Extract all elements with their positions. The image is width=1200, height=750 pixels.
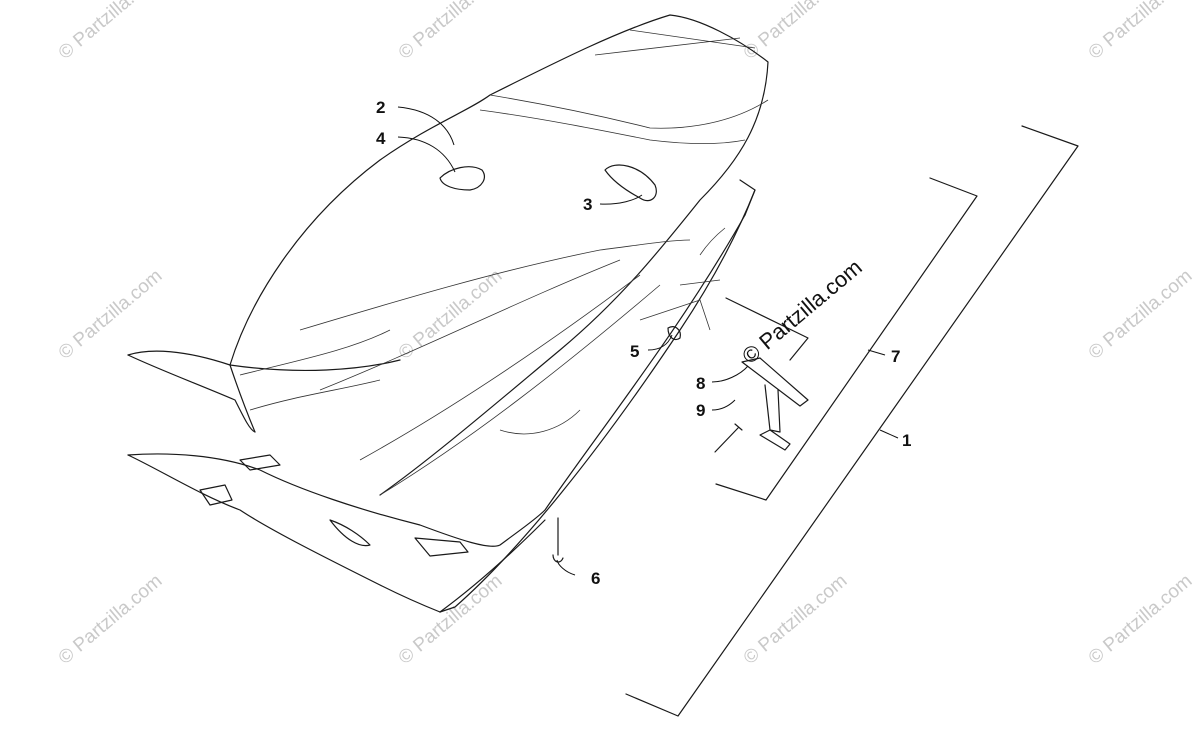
bracket-part — [741, 357, 809, 451]
callout-9[interactable]: 9 — [696, 401, 705, 420]
watermark-tile: © Partzilla.com — [1085, 570, 1197, 668]
callout-3[interactable]: 3 — [583, 195, 592, 214]
watermark-tile: © Partzilla.com — [55, 570, 167, 668]
assembly-brackets — [625, 125, 1079, 717]
part-details — [439, 164, 809, 563]
callout-1[interactable]: 1 — [902, 431, 911, 450]
pin-part — [714, 423, 743, 453]
watermark-tile: © Partzilla.com — [55, 0, 167, 64]
watermark-tile: © Partzilla.com — [395, 265, 507, 363]
callout-5[interactable]: 5 — [630, 342, 639, 361]
callout-7[interactable]: 7 — [891, 347, 900, 366]
leader-lines — [397, 106, 899, 576]
clip-part — [667, 326, 681, 341]
callout-6[interactable]: 6 — [591, 569, 600, 588]
watermark-main: © Partzilla.com — [737, 254, 867, 368]
watermark-tile: © Partzilla.com — [1085, 0, 1197, 64]
watermark-tile: © Partzilla.com — [395, 0, 507, 64]
callouts: 1 2 3 4 5 6 7 8 9 — [376, 98, 911, 588]
callout-4[interactable]: 4 — [376, 129, 386, 148]
watermark-tiles: © Partzilla.com © Partzilla.com © Partzi… — [55, 0, 1197, 669]
watermark-tile: © Partzilla.com — [740, 0, 852, 64]
bracket-7-inner — [725, 297, 809, 361]
watermark-tile: © Partzilla.com — [1085, 265, 1197, 363]
callout-8[interactable]: 8 — [696, 374, 705, 393]
bracket-7 — [715, 177, 978, 501]
patch-part — [439, 166, 485, 191]
watermark-tile: © Partzilla.com — [395, 570, 507, 668]
watermark-tile: © Partzilla.com — [740, 570, 852, 668]
watermark-tile: © Partzilla.com — [55, 265, 167, 363]
bracket-1 — [625, 125, 1079, 717]
callout-2[interactable]: 2 — [376, 98, 385, 117]
handle-part — [604, 164, 657, 202]
seat-assembly — [127, 14, 769, 613]
clip-part-6 — [552, 517, 564, 563]
